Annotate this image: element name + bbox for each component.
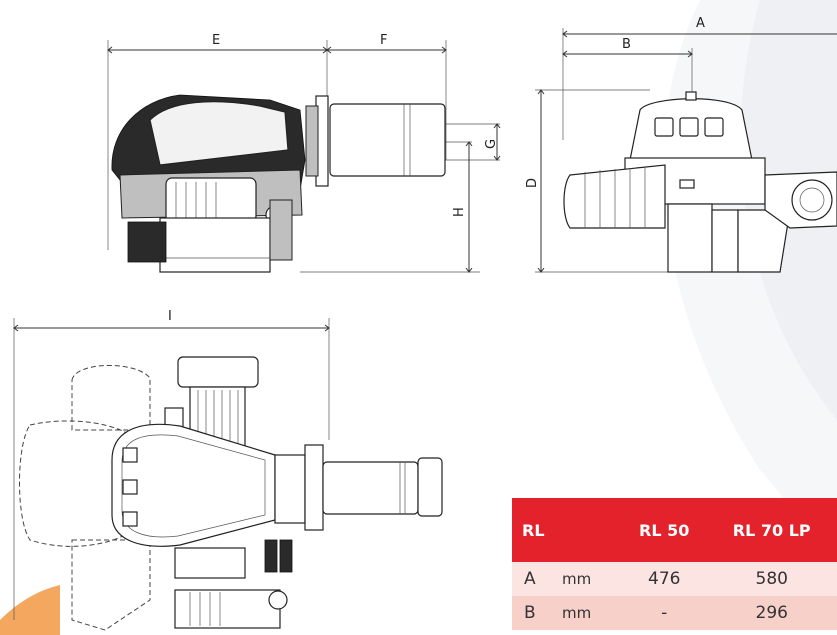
front-view: A B D: [525, 16, 837, 273]
row-unit: mm: [562, 596, 622, 630]
table-row: B mm - 296: [512, 596, 837, 630]
dim-label-b: B: [622, 37, 631, 52]
row-rl-50-value: -: [622, 596, 707, 630]
dim-label-f: F: [380, 33, 387, 48]
row-key: A: [512, 562, 562, 596]
dim-label-a: A: [696, 16, 705, 31]
table-row: A mm 476 580: [512, 562, 837, 596]
dim-label-h: H: [452, 207, 467, 217]
top-view: I: [13, 309, 443, 631]
row-rl-70-lp-value: 296: [706, 596, 837, 630]
dimension-table: RL RL 50 RL 70 LP A mm 476 580 B mm - 29…: [512, 498, 837, 630]
dim-label-e: E: [212, 33, 220, 48]
dim-label-i: I: [168, 309, 172, 324]
dim-label-g: G: [484, 139, 499, 149]
table-header-row: RL RL 50 RL 70 LP: [512, 498, 837, 562]
dim-label-d: D: [525, 178, 540, 188]
header-rl-50: RL 50: [622, 498, 707, 562]
row-unit: mm: [562, 562, 622, 596]
side-view: E F G H: [107, 33, 501, 273]
row-key: B: [512, 596, 562, 630]
header-rl: RL: [512, 498, 622, 562]
row-rl-70-lp-value: 580: [706, 562, 837, 596]
row-rl-50-value: 476: [622, 562, 707, 596]
dimension-table-container: RL RL 50 RL 70 LP A mm 476 580 B mm - 29…: [512, 498, 837, 630]
header-rl-70-lp: RL 70 LP: [706, 498, 837, 562]
